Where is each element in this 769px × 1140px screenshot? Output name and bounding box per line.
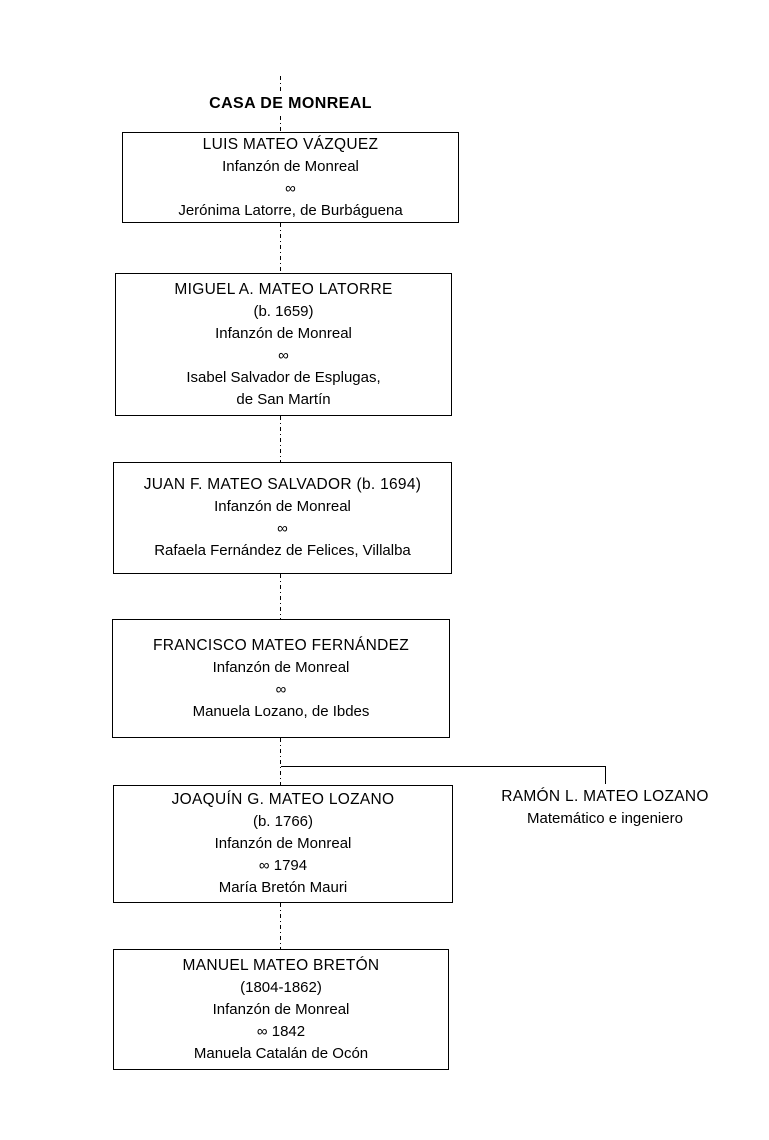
person-box-manuel-mateo-breton: MANUEL MATEO BRETÓN (1804-1862) Infanzón… — [113, 949, 449, 1070]
marriage-symbol: ∞ — [275, 680, 287, 698]
person-name: JUAN F. MATEO SALVADOR (b. 1694) — [143, 476, 422, 493]
connector-top-of-lineage — [280, 76, 281, 91]
person-title: Infanzón de Monreal — [222, 157, 359, 175]
sibling-branch-vertical-line — [605, 766, 606, 784]
person-box-juan-f-mateo-salvador: JUAN F. MATEO SALVADOR (b. 1694) Infanzó… — [113, 462, 452, 574]
spouse-name: Manuela Catalán de Ocón — [193, 1044, 369, 1062]
connector-title-to-gen1 — [280, 116, 281, 132]
person-name: LUIS MATEO VÁZQUEZ — [202, 135, 379, 153]
person-title: Infanzón de Monreal — [212, 658, 350, 676]
marriage-symbol: ∞ — [278, 346, 289, 364]
marriage-symbol: ∞ — [285, 179, 296, 197]
person-label-ramon-l-mateo-lozano: RAMÓN L. MATEO LOZANO Matemático e ingen… — [450, 786, 760, 830]
person-title: Infanzón de Monreal — [214, 835, 352, 852]
marriage-year: ∞ 1842 — [256, 1022, 306, 1040]
chart-title: CASA DE MONREAL — [209, 95, 372, 112]
spouse-name: María Bretón Mauri — [218, 879, 348, 896]
connector-gen4-to-gen5 — [280, 738, 281, 785]
marriage-symbol: ∞ — [277, 520, 288, 537]
marriage-year: ∞ 1794 — [258, 857, 308, 874]
spouse-name: Jerónima Latorre, de Burbáguena — [178, 201, 403, 219]
life-dates: (1804-1862) — [240, 978, 322, 996]
connector-gen2-to-gen3 — [280, 416, 281, 462]
sibling-branch-horizontal-line — [281, 766, 606, 767]
person-name: FRANCISCO MATEO FERNÁNDEZ — [152, 636, 410, 654]
spouse-name: Manuela Lozano, de Ibdes — [192, 702, 370, 720]
birth-year: (b. 1766) — [252, 813, 314, 830]
connector-gen1-to-gen2 — [280, 223, 281, 273]
person-title: Infanzón de Monreal — [212, 1000, 350, 1018]
connector-gen3-to-gen4 — [280, 574, 281, 619]
person-name: MIGUEL A. MATEO LATORRE — [174, 280, 393, 298]
spouse-origin: de San Martín — [236, 390, 331, 408]
spouse-name: Isabel Salvador de Esplugas, — [186, 368, 381, 386]
person-box-luis-mateo-vazquez: LUIS MATEO VÁZQUEZ Infanzón de Monreal ∞… — [122, 132, 459, 223]
person-occupation: Matemático e ingeniero — [527, 810, 683, 827]
birth-year: (b. 1659) — [253, 302, 314, 320]
spouse-name: Rafaela Fernández de Felices, Villalba — [154, 542, 411, 559]
connector-gen5-to-gen6 — [280, 903, 281, 949]
person-box-francisco-mateo-fernandez: FRANCISCO MATEO FERNÁNDEZ Infanzón de Mo… — [112, 619, 450, 738]
person-name: MANUEL MATEO BRETÓN — [182, 956, 380, 974]
person-name: RAMÓN L. MATEO LOZANO — [501, 788, 709, 805]
person-title: Infanzón de Monreal — [215, 324, 352, 342]
person-box-miguel-a-mateo-latorre: MIGUEL A. MATEO LATORRE (b. 1659) Infanz… — [115, 273, 452, 416]
person-box-joaquin-g-mateo-lozano: JOAQUÍN G. MATEO LOZANO (b. 1766) Infanz… — [113, 785, 453, 903]
person-title: Infanzón de Monreal — [214, 498, 351, 515]
person-name: JOAQUÍN G. MATEO LOZANO — [171, 791, 395, 808]
